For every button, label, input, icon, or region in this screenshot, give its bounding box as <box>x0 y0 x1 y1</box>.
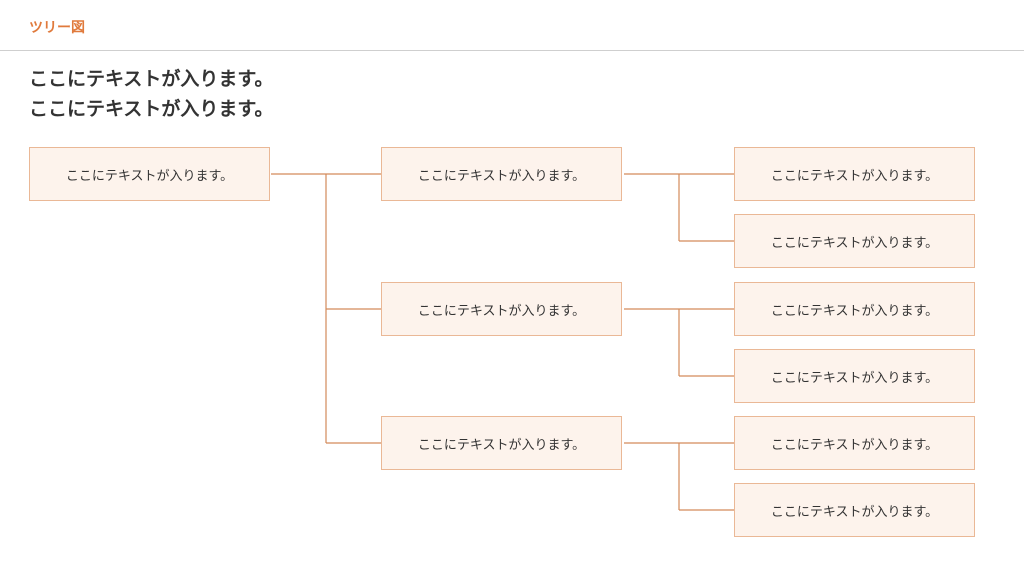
tree-node-leaf-2-1: ここにテキストが入ります。 <box>734 282 975 336</box>
lead-text-line-1: ここにテキストが入ります。 <box>29 68 274 90</box>
tree-node-leaf-3-2: ここにテキストが入ります。 <box>734 483 975 537</box>
header-divider <box>0 50 1024 51</box>
tree-node-branch-1: ここにテキストが入ります。 <box>381 147 622 201</box>
tree-node-leaf-2-2: ここにテキストが入ります。 <box>734 349 975 403</box>
tree-node-root: ここにテキストが入ります。 <box>29 147 270 201</box>
page-title: ツリー図 <box>29 20 85 36</box>
lead-text-line-2: ここにテキストが入ります。 <box>29 98 274 120</box>
tree-node-leaf-1-1: ここにテキストが入ります。 <box>734 147 975 201</box>
tree-node-branch-2: ここにテキストが入ります。 <box>381 282 622 336</box>
tree-node-leaf-1-2: ここにテキストが入ります。 <box>734 214 975 268</box>
tree-node-branch-3: ここにテキストが入ります。 <box>381 416 622 470</box>
tree-node-leaf-3-1: ここにテキストが入ります。 <box>734 416 975 470</box>
